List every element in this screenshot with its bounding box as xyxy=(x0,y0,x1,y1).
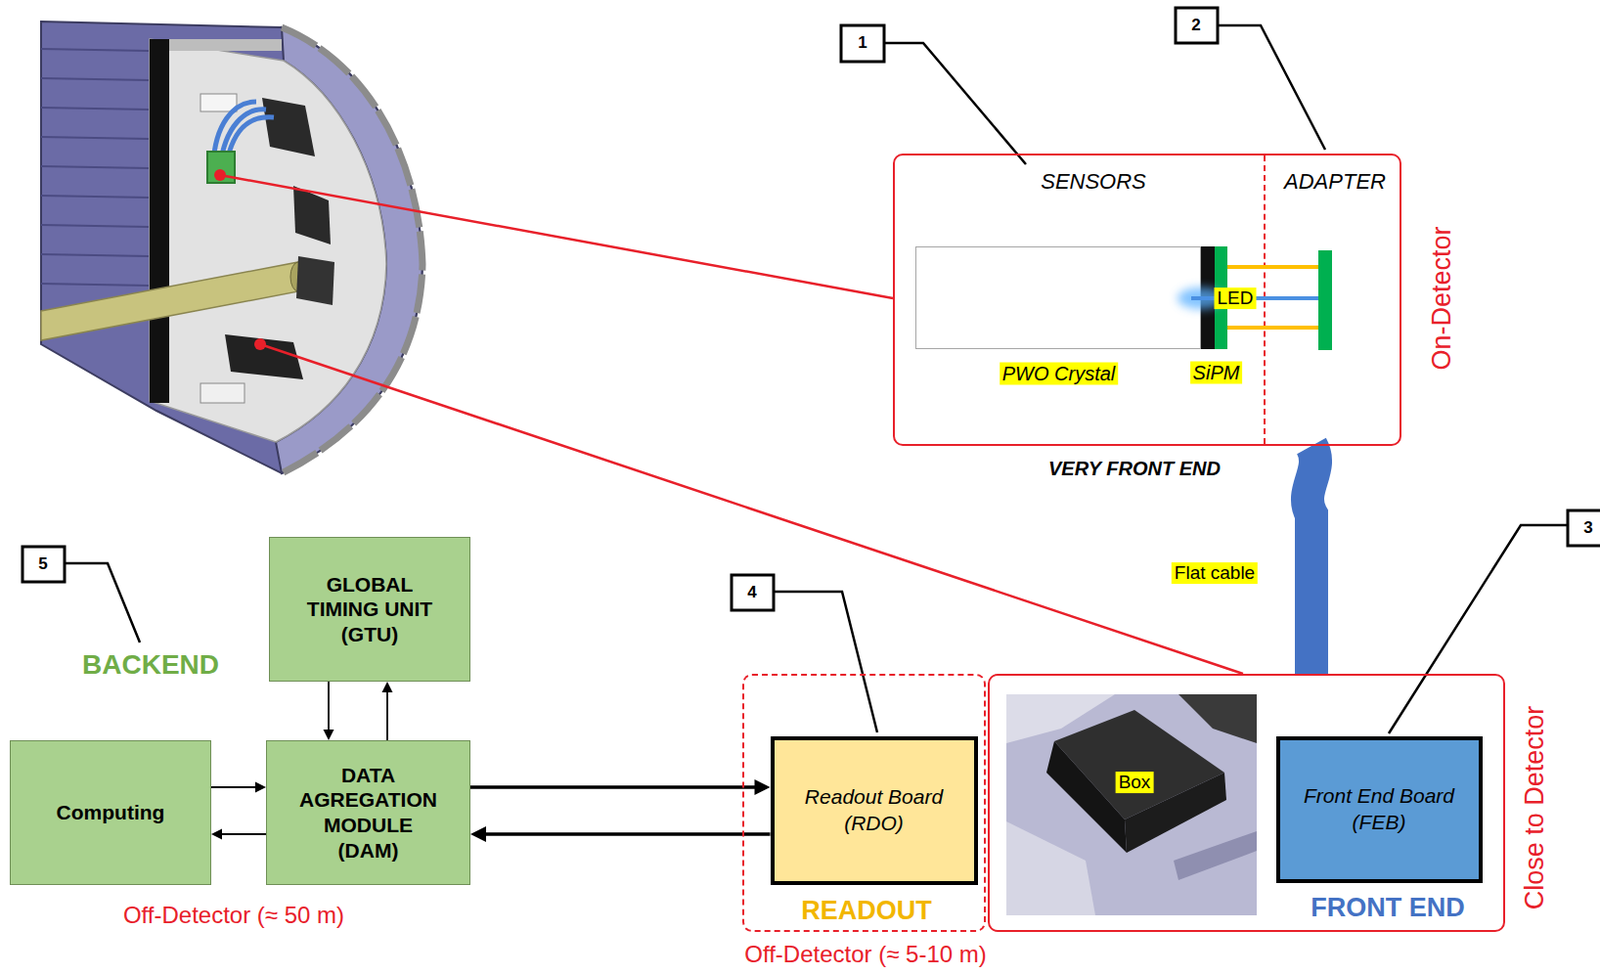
region-label: On-Detector xyxy=(1426,225,1458,370)
bracket xyxy=(200,93,237,112)
arrow-line xyxy=(211,786,257,789)
callout-number: 4 xyxy=(747,582,756,603)
detector-illustration xyxy=(41,21,423,474)
distance-note: Off-Detector (≈ 5-10 m) xyxy=(744,940,986,969)
support-strip xyxy=(149,39,170,403)
callout-box xyxy=(1175,7,1218,44)
region-title: FRONT END xyxy=(1310,892,1466,924)
leader-line xyxy=(64,563,140,643)
arrow-head xyxy=(470,826,487,843)
data-arrow xyxy=(211,782,267,794)
leader-line xyxy=(884,43,1026,165)
front-end-region: FRONT ENDClose to DetectorFront End Boar… xyxy=(987,673,1506,933)
adapter-board xyxy=(1318,250,1333,351)
group-title: BACKEND xyxy=(82,649,220,681)
process-box: DATA AGREGATION MODULE (DAM) xyxy=(266,740,471,886)
board-box: Front End Board (FEB) xyxy=(1276,736,1483,884)
cable-band xyxy=(1307,445,1316,674)
board-box: Readout Board (RDO) xyxy=(770,736,978,886)
photo-ground xyxy=(1006,694,1257,916)
part-label: Box xyxy=(1115,771,1155,794)
zoom-line xyxy=(220,175,893,299)
stripe xyxy=(41,195,149,198)
callout-number: 5 xyxy=(38,554,47,575)
leader-line xyxy=(773,591,878,733)
callout-box xyxy=(1567,510,1600,546)
leader-line xyxy=(1388,525,1568,734)
callout-box xyxy=(731,575,774,611)
box-side xyxy=(1046,741,1127,853)
arrow-head xyxy=(755,779,771,796)
arrow-head xyxy=(382,681,394,693)
adapter-rod xyxy=(1227,265,1321,269)
cable-label: Flat cable xyxy=(1171,562,1258,584)
callout-number: 1 xyxy=(857,33,867,53)
photo-panel xyxy=(1006,821,1096,916)
bracket xyxy=(200,383,245,403)
box-title: Readout Board (RDO) xyxy=(793,784,955,837)
stripe xyxy=(41,224,149,227)
arrow-line xyxy=(327,681,330,731)
data-arrow xyxy=(323,681,335,741)
section-divider xyxy=(1263,155,1266,445)
stripe xyxy=(41,254,149,257)
stripe xyxy=(41,136,149,139)
adapter-rod xyxy=(1227,325,1321,330)
process-box: GLOBAL TIMING UNIT (GTU) xyxy=(268,536,471,682)
distance-note: Off-Detector (≈ 50 m) xyxy=(123,901,345,930)
crystal-bar: PWO Crystal xyxy=(915,246,1201,350)
part-label: SiPM xyxy=(1190,360,1244,384)
beam-pipe xyxy=(41,262,299,341)
arrow-head xyxy=(211,829,223,841)
group-title: VERY FRONT END xyxy=(1048,457,1221,481)
readout-box xyxy=(296,256,335,306)
very-front-end-box: SENSORSADAPTEROn-DetectorVERY FRONT ENDP… xyxy=(892,153,1402,446)
data-arrow xyxy=(470,826,771,843)
stripe xyxy=(41,283,149,286)
arrow-line xyxy=(221,833,267,836)
photo-slot xyxy=(1173,831,1257,881)
section-heading: SENSORS xyxy=(1040,169,1147,194)
top-panel xyxy=(149,39,282,51)
readout-box xyxy=(262,97,315,157)
box-photo xyxy=(1006,694,1257,916)
arrow-head xyxy=(323,729,335,741)
callouts xyxy=(22,7,1600,734)
part-label: PWO Crystal xyxy=(999,361,1119,385)
box-title: Front End Board (FEB) xyxy=(1293,783,1466,836)
callout-box xyxy=(841,25,885,62)
section-heading: ADAPTER xyxy=(1284,169,1386,194)
inner-face xyxy=(149,39,387,443)
data-arrow xyxy=(382,681,394,741)
stripe xyxy=(41,107,149,110)
readout-region: READOUT Readout Board (RDO) xyxy=(742,673,986,933)
arrow-line xyxy=(470,785,756,790)
stripe xyxy=(41,48,149,51)
arrow-head xyxy=(255,782,267,794)
callout-box xyxy=(22,546,65,582)
callout-number: 2 xyxy=(1191,15,1200,36)
leader-line xyxy=(1217,25,1326,150)
flat-cable xyxy=(1307,445,1316,674)
readout-box xyxy=(224,334,304,380)
region-label: Close to Detector xyxy=(1519,706,1551,911)
arrow-line xyxy=(386,691,389,741)
data-arrow xyxy=(211,829,267,841)
box-title: Computing xyxy=(56,800,166,826)
region-title: READOUT xyxy=(800,895,933,927)
process-box: Computing xyxy=(9,740,212,886)
box-title: DATA AGREGATION MODULE (DAM) xyxy=(291,762,446,863)
data-arrow xyxy=(470,779,771,796)
stripe xyxy=(41,166,149,169)
arrow-line xyxy=(485,832,771,837)
box-title: GLOBAL TIMING UNIT (GTU) xyxy=(296,572,444,648)
barrel-stripes xyxy=(41,48,149,315)
photo-panel xyxy=(1178,694,1257,744)
callout-number: 3 xyxy=(1583,518,1593,538)
barrel-body xyxy=(41,21,423,474)
stripe xyxy=(41,78,149,81)
part-label: LED xyxy=(1214,287,1257,310)
